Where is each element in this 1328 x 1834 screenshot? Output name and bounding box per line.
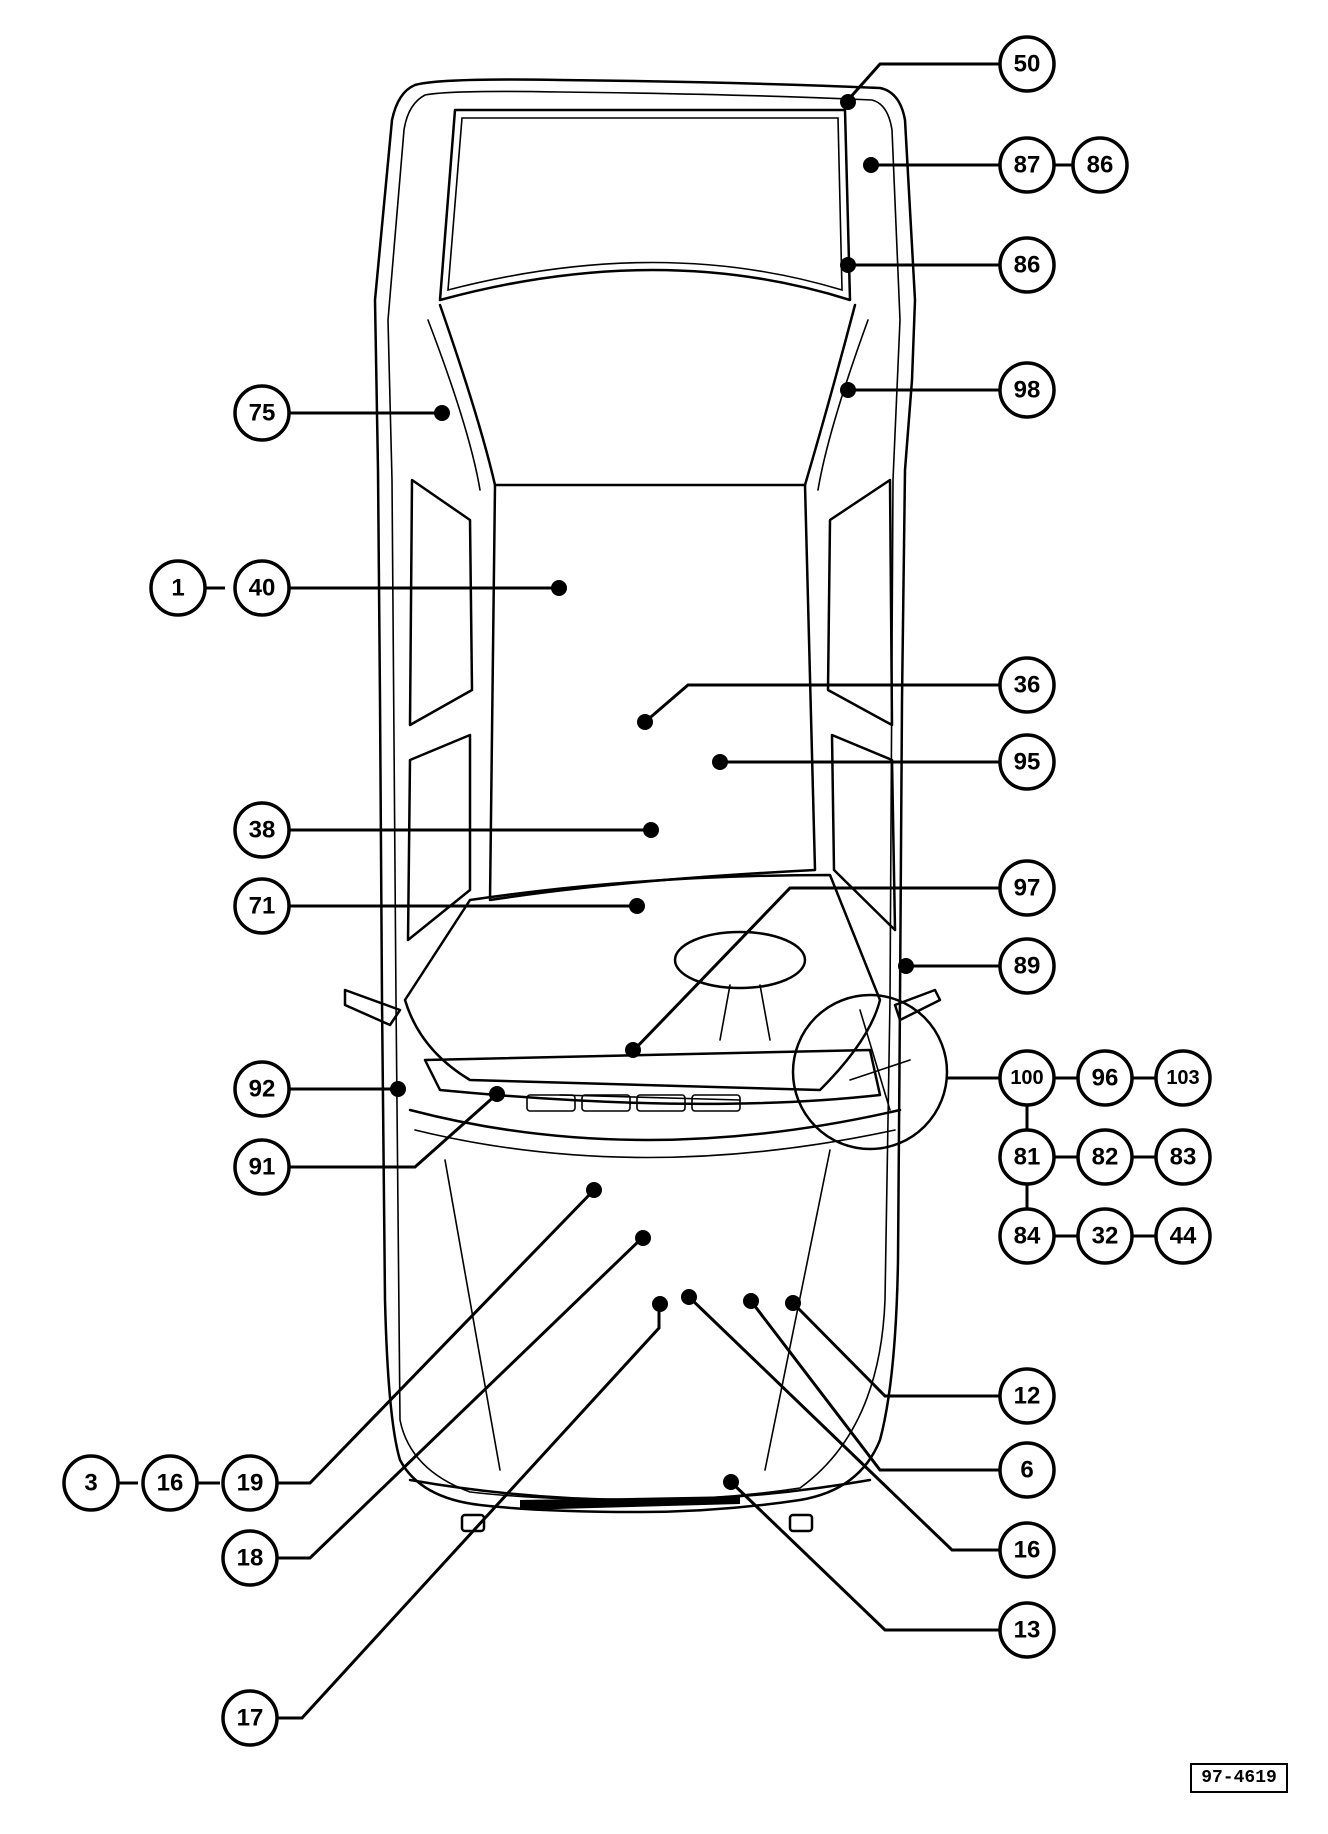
- callout-95: 95: [998, 733, 1056, 791]
- callout-86: 86: [998, 236, 1056, 294]
- callout-100: 100: [998, 1049, 1056, 1107]
- svg-text:16: 16: [1014, 1537, 1041, 1564]
- svg-text:91: 91: [249, 1154, 276, 1181]
- callout-96: 96: [1076, 1049, 1134, 1107]
- svg-text:86: 86: [1087, 152, 1114, 179]
- callout-83: 83: [1154, 1128, 1212, 1186]
- location-dot: [723, 1474, 739, 1490]
- location-dot: [785, 1295, 801, 1311]
- callout-84: 84: [998, 1207, 1056, 1265]
- svg-text:12: 12: [1014, 1383, 1041, 1410]
- location-dot: [898, 958, 914, 974]
- svg-text:1: 1: [171, 575, 184, 602]
- location-dot: [629, 898, 645, 914]
- car-top-view: [343, 78, 949, 1533]
- callout-18: 18: [221, 1529, 279, 1587]
- svg-text:75: 75: [249, 400, 276, 427]
- location-dot: [390, 1081, 406, 1097]
- callout-6: 6: [998, 1441, 1056, 1499]
- location-dot: [625, 1042, 641, 1058]
- svg-text:82: 82: [1092, 1144, 1119, 1171]
- location-dot: [840, 94, 856, 110]
- location-dots: [390, 94, 914, 1490]
- callout-17: 17: [221, 1689, 279, 1747]
- svg-text:83: 83: [1170, 1144, 1197, 1171]
- callout-labels: 50 87 86 86 98 75 1 40 36 95 38 71 97 89…: [62, 35, 1212, 1747]
- leader-lines: [118, 62, 1156, 1720]
- callout-13: 13: [998, 1601, 1056, 1659]
- callout-40: 40: [233, 559, 291, 617]
- callout-97: 97: [998, 859, 1056, 917]
- svg-text:97: 97: [1014, 875, 1041, 902]
- svg-text:32: 32: [1092, 1223, 1119, 1250]
- callout-92: 92: [233, 1060, 291, 1118]
- callout-36: 36: [998, 656, 1056, 714]
- svg-text:44: 44: [1170, 1223, 1197, 1250]
- svg-text:95: 95: [1014, 749, 1041, 776]
- svg-text:50: 50: [1014, 51, 1041, 78]
- svg-text:87: 87: [1014, 152, 1041, 179]
- callout-103: 103: [1154, 1049, 1212, 1107]
- callout-16: 16: [141, 1454, 199, 1512]
- svg-text:84: 84: [1014, 1223, 1041, 1250]
- svg-text:81: 81: [1014, 1144, 1041, 1171]
- callout-81: 81: [998, 1128, 1056, 1186]
- svg-text:86: 86: [1014, 252, 1041, 279]
- location-dot: [635, 1230, 651, 1246]
- svg-text:103: 103: [1166, 1067, 1199, 1089]
- callout-86: 86: [1071, 136, 1129, 194]
- callout-98: 98: [998, 361, 1056, 419]
- callout-12: 12: [998, 1367, 1056, 1425]
- location-dot: [652, 1296, 668, 1312]
- svg-text:92: 92: [249, 1076, 276, 1103]
- figure-reference-code: 97-4619: [1190, 1763, 1288, 1793]
- callout-32: 32: [1076, 1207, 1134, 1265]
- svg-text:89: 89: [1014, 953, 1041, 980]
- location-dot: [551, 580, 567, 596]
- location-dot: [712, 754, 728, 770]
- callout-3: 3: [62, 1454, 120, 1512]
- callout-16: 16: [998, 1521, 1056, 1579]
- callout-19: 19: [221, 1454, 279, 1512]
- location-dot: [743, 1293, 759, 1309]
- svg-text:36: 36: [1014, 672, 1041, 699]
- svg-text:98: 98: [1014, 377, 1041, 404]
- svg-text:40: 40: [249, 575, 276, 602]
- location-dot: [434, 405, 450, 421]
- location-dot: [840, 382, 856, 398]
- svg-text:96: 96: [1092, 1065, 1119, 1092]
- svg-text:38: 38: [249, 817, 276, 844]
- svg-text:100: 100: [1010, 1067, 1043, 1089]
- svg-text:17: 17: [237, 1705, 264, 1732]
- location-dot: [489, 1086, 505, 1102]
- callout-71: 71: [233, 877, 291, 935]
- callout-1: 1: [149, 559, 207, 617]
- callout-87: 87: [998, 136, 1056, 194]
- svg-text:18: 18: [237, 1545, 264, 1572]
- location-dot: [863, 157, 879, 173]
- callout-50: 50: [998, 35, 1056, 93]
- location-dot: [681, 1289, 697, 1305]
- svg-text:16: 16: [157, 1470, 184, 1497]
- callout-91: 91: [233, 1138, 291, 1196]
- svg-text:6: 6: [1020, 1457, 1033, 1484]
- callout-82: 82: [1076, 1128, 1134, 1186]
- location-dot: [643, 822, 659, 838]
- callout-38: 38: [233, 801, 291, 859]
- svg-text:13: 13: [1014, 1617, 1041, 1644]
- location-dot: [637, 714, 653, 730]
- callout-89: 89: [998, 937, 1056, 995]
- callout-44: 44: [1154, 1207, 1212, 1265]
- svg-text:3: 3: [84, 1470, 97, 1497]
- callout-75: 75: [233, 384, 291, 442]
- svg-text:19: 19: [237, 1470, 264, 1497]
- location-dot: [586, 1182, 602, 1198]
- svg-text:71: 71: [249, 893, 276, 920]
- location-dot: [840, 257, 856, 273]
